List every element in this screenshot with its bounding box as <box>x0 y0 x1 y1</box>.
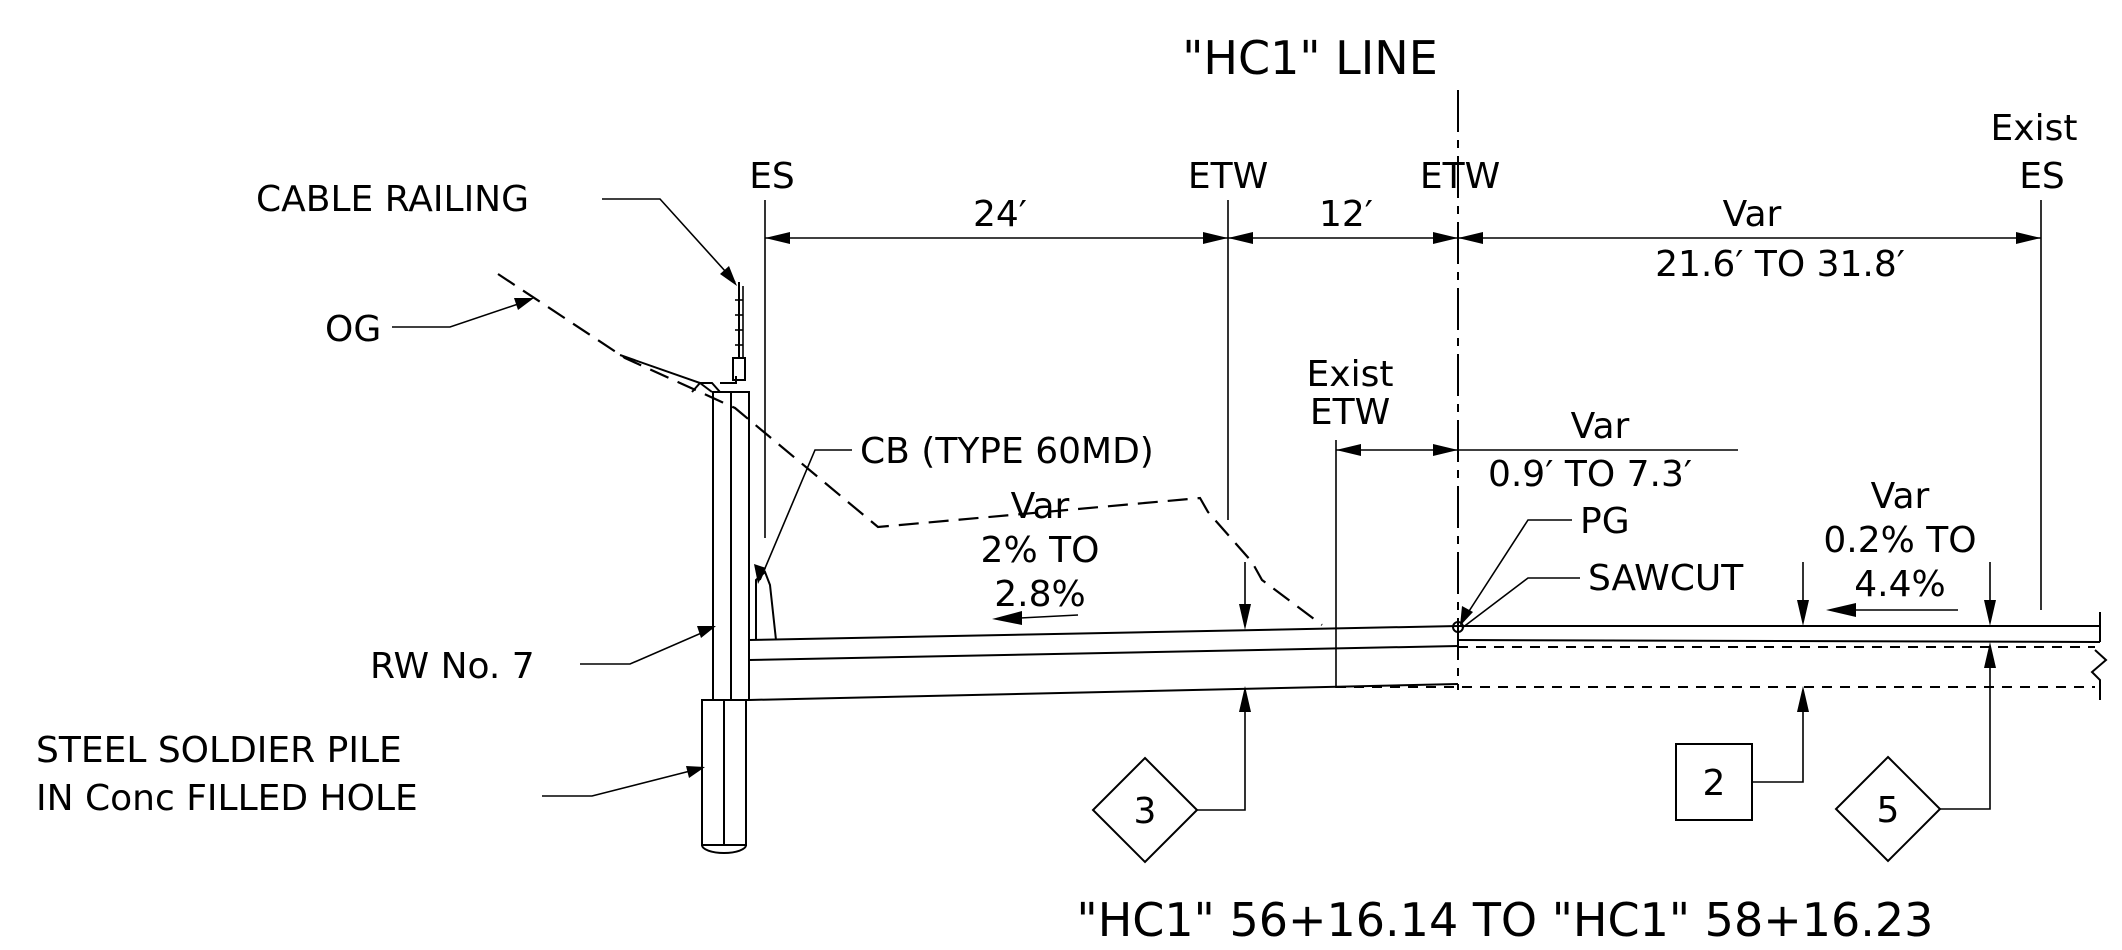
diamond-tag-3 <box>1091 756 1199 864</box>
left-slope-max: 2.8% <box>994 574 1085 615</box>
surface-pointer-left-head <box>1239 604 1251 630</box>
left-slope-var: Var <box>1011 486 1070 527</box>
etw-left-label: ETW <box>1188 156 1268 197</box>
diamond-tag-5 <box>1834 755 1942 863</box>
pile-leader <box>542 767 703 797</box>
right-slope-range: 0.2% TO <box>1823 520 1976 561</box>
dim-arrow <box>1203 232 1228 244</box>
cb-label: CB (TYPE 60MD) <box>860 431 1154 472</box>
tag-3-arrowhead <box>1239 686 1251 712</box>
dim-arrow <box>1433 444 1458 456</box>
dim-arrow <box>1228 232 1253 244</box>
og-label: OG <box>325 309 381 350</box>
new-pavement-surface <box>748 625 1459 641</box>
pg-label: PG <box>1580 501 1630 542</box>
pg-leader <box>1461 519 1572 623</box>
rw-leader <box>580 627 714 665</box>
exist-es-label-line1: Exist <box>1991 108 2078 149</box>
right-slope-max: 4.4% <box>1854 564 1945 605</box>
dim-arrow <box>1336 444 1361 456</box>
concrete-barrier <box>755 570 777 641</box>
wall-backslope <box>619 354 701 384</box>
etw-right-label: ETW <box>1420 156 1500 197</box>
exist-etw-var-label: Var <box>1571 406 1630 447</box>
left-slope-arrowhead <box>992 611 1022 625</box>
cable-railing-label: CABLE RAILING <box>256 179 529 220</box>
dim-arrow <box>2016 232 2041 244</box>
pile-label-line2: IN Conc FILLED HOLE <box>36 778 418 819</box>
exist-etw-label-line2: ETW <box>1310 392 1390 433</box>
rw-label: RW No. 7 <box>370 646 535 687</box>
break-line <box>2090 649 2108 700</box>
cb-leader <box>759 449 852 581</box>
wall-backslope-2 <box>699 382 713 393</box>
exist-etw-var-range: 0.9′ TO 7.3′ <box>1488 454 1692 495</box>
surface-pointer-right-head <box>1797 600 1809 626</box>
leader-arrow <box>1460 606 1473 626</box>
square-tag-2-number: 2 <box>1703 763 1726 804</box>
overlay-bottom <box>1457 639 2101 643</box>
diamond-tag-3-number: 3 <box>1134 791 1157 832</box>
wall-cap <box>691 376 737 393</box>
dimension-12ft: 12′ <box>1319 194 1373 235</box>
base-course-top <box>748 645 1459 661</box>
dim-arrow <box>1458 232 1483 244</box>
pile-label-line1: STEEL SOLDIER PILE <box>36 730 402 771</box>
pile-bottom <box>701 844 747 854</box>
dim-arrow <box>765 232 790 244</box>
leader-arrow <box>514 298 534 310</box>
tag-3-leader <box>1197 712 1246 811</box>
cable-railing-leader <box>602 198 736 283</box>
left-slope-arrow-line <box>1019 614 1079 619</box>
leader-arrow <box>720 266 737 286</box>
tag-5-leader <box>1940 668 1991 810</box>
dimension-24ft: 24′ <box>973 194 1027 235</box>
original-ground-line <box>497 273 1323 626</box>
diamond-tag-5-number: 5 <box>1877 790 1900 831</box>
surface-pointer-far-right-head <box>1984 600 1996 626</box>
dimension-var-label: Var <box>1723 194 1782 235</box>
leader-arrow <box>686 766 705 778</box>
station-range-label: "HC1" 56+16.14 TO "HC1" 58+16.23 <box>1077 893 1934 947</box>
exist-es-label-line2: ES <box>2019 156 2065 197</box>
tag-5-arrowhead <box>1984 642 1996 668</box>
tag-2-arrowhead <box>1797 686 1809 712</box>
es-label: ES <box>749 156 795 197</box>
right-slope-arrowhead <box>1826 603 1856 617</box>
tag-2-leader <box>1752 712 1804 783</box>
right-slope-var: Var <box>1871 476 1930 517</box>
dimension-var-range: 21.6′ TO 31.8′ <box>1655 244 1905 285</box>
left-slope-range: 2% TO <box>981 530 1100 571</box>
sawcut-label: SAWCUT <box>1588 558 1744 599</box>
leader-arrow <box>697 626 716 638</box>
alignment-line-title: "HC1" LINE <box>1182 31 1438 85</box>
railing-post-base <box>732 357 746 381</box>
exist-etw-label-line1: Exist <box>1307 354 1394 395</box>
sawcut-leader <box>1461 577 1580 629</box>
base-course-bottom <box>748 683 1459 701</box>
leader-arrow <box>754 564 766 584</box>
og-leader <box>392 299 531 328</box>
dim-arrow <box>1433 232 1458 244</box>
